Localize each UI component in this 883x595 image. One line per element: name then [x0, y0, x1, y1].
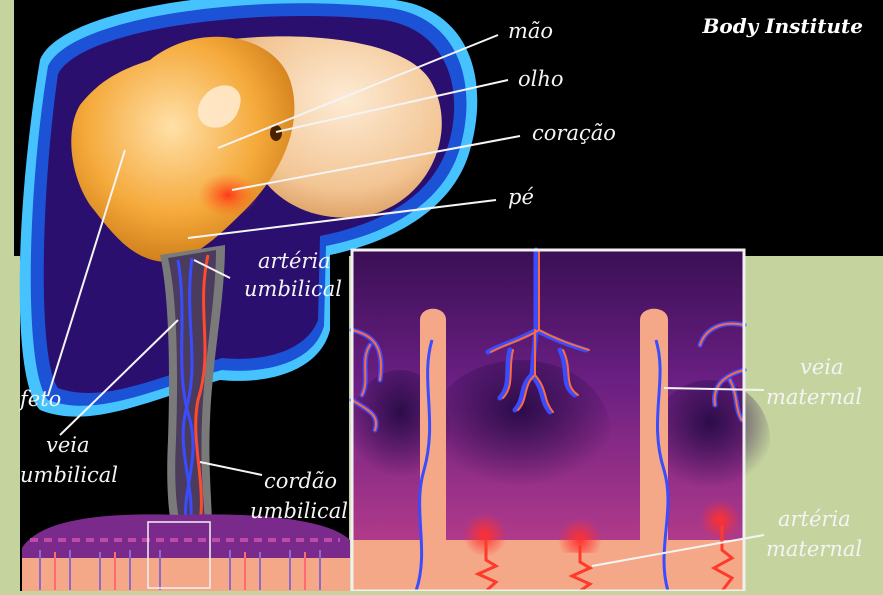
side-margin: [14, 256, 20, 591]
label-arteria-umbilical-line1: artéria: [258, 250, 331, 272]
label-veia-umbilical-line2: umbilical: [20, 464, 118, 486]
inset-detail: [350, 250, 770, 591]
label-mao: mão: [508, 20, 553, 42]
label-feto: feto: [20, 388, 61, 410]
label-coracao: coração: [532, 122, 616, 144]
label-arteria-maternal-line1: artéria: [778, 508, 851, 530]
septum-left: [420, 309, 446, 591]
label-olho: olho: [518, 68, 564, 90]
placenta-overview: [22, 514, 350, 591]
label-arteria-maternal-line2: maternal: [766, 538, 862, 560]
fetal-heart: [198, 173, 258, 217]
label-cordao-umbilical-line2: umbilical: [250, 500, 348, 522]
label-veia-maternal-line2: maternal: [766, 386, 862, 408]
credit-text: Body Institute: [702, 14, 863, 38]
label-arteria-umbilical-line2: umbilical: [244, 278, 342, 300]
label-cordao-umbilical-line1: cordão: [264, 470, 337, 492]
label-veia-maternal-line1: veia: [800, 356, 844, 378]
label-veia-umbilical-line1: veia: [46, 434, 90, 456]
fetal-eye: [270, 125, 282, 141]
label-pe: pé: [508, 186, 534, 208]
